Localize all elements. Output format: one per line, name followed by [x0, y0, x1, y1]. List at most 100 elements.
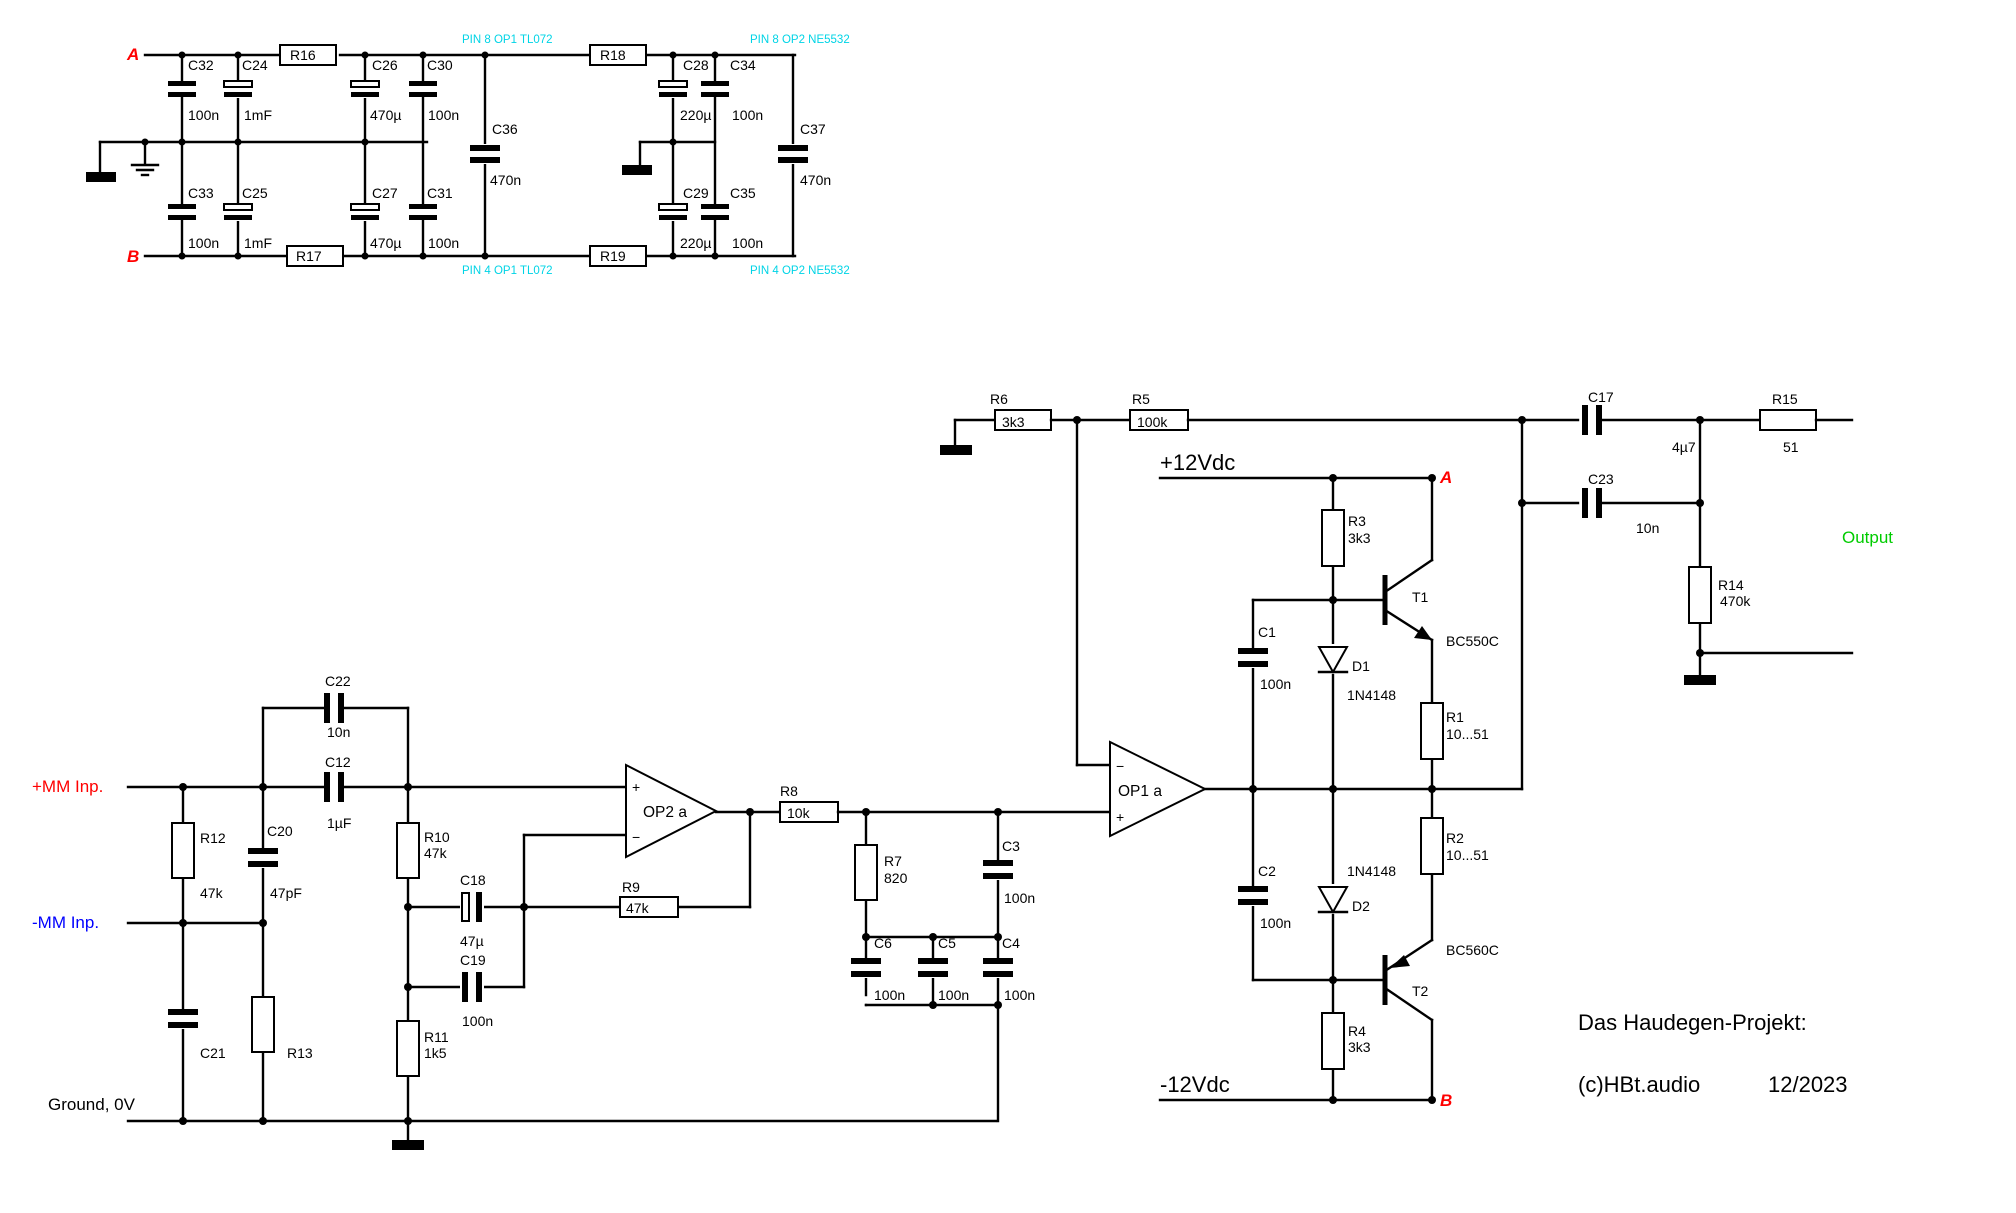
c23-label: C23	[1588, 471, 1614, 487]
c35-label: C35	[730, 185, 756, 201]
t1-label: T1	[1412, 589, 1429, 605]
c20-label: C20	[267, 823, 293, 839]
node-a-output-label: A	[1439, 468, 1452, 487]
t2-label: T2	[1412, 983, 1429, 999]
c34-capacitor	[701, 81, 731, 97]
c30-label: C30	[427, 57, 453, 73]
op2-minus-pin: −	[632, 829, 640, 845]
c19-capacitor	[460, 972, 484, 1002]
c36-label: C36	[492, 121, 518, 137]
c31-label: C31	[427, 185, 453, 201]
r4-label: R4	[1348, 1023, 1366, 1039]
project-title: Das Haudegen-Projekt:	[1578, 1010, 1807, 1035]
op2-plus-pin: +	[632, 779, 640, 795]
r11-value: 1k5	[424, 1045, 447, 1061]
c26-label: C26	[372, 57, 398, 73]
r1-value: 10...51	[1446, 726, 1489, 742]
c30-value: 100n	[428, 107, 459, 123]
author-label: (c)HBt.audio	[1578, 1072, 1700, 1097]
c12-value: 1µF	[327, 815, 351, 831]
c18-label: C18	[460, 872, 486, 888]
output-stage: − + OP1 a +12Vdc -12Vdc A B	[940, 389, 1893, 1110]
ground-symbol	[392, 1140, 424, 1150]
c35-capacitor	[701, 204, 731, 220]
t2-transistor	[1331, 872, 1434, 1102]
r7-value: 820	[884, 870, 908, 886]
op1-pin8-note: PIN 8 OP1 TL072	[462, 34, 553, 46]
r4-value: 3k3	[1348, 1039, 1371, 1055]
c29-value: 220µ	[680, 235, 711, 251]
c36-value: 470n	[490, 172, 521, 188]
c26-value: 470µ	[370, 107, 401, 123]
c4-value: 100n	[1004, 987, 1035, 1003]
supply-section: A B R16 R17 R18 R19 PIN 8 OP1 TL072 PIN …	[86, 34, 850, 277]
d2-value: 1N4148	[1347, 863, 1396, 879]
op1-pin4-note: PIN 4 OP1 TL072	[462, 265, 553, 277]
c24-label: C24	[242, 57, 268, 73]
r1-label: R1	[1446, 709, 1464, 725]
r11-resistor	[396, 1020, 420, 1077]
c27-label: C27	[372, 185, 398, 201]
r15-label: R15	[1772, 391, 1798, 407]
c5-capacitor	[917, 958, 949, 978]
c33-value: 100n	[188, 235, 219, 251]
r6-value: 3k3	[1002, 414, 1025, 430]
r17-label: R17	[296, 248, 322, 264]
mm-neg-input-label: -MM Inp.	[32, 913, 99, 932]
c21-capacitor	[167, 1009, 199, 1029]
c34-value: 100n	[732, 107, 763, 123]
r18-resistor	[589, 44, 647, 66]
c6-label: C6	[874, 935, 892, 951]
supply-pos-label: +12Vdc	[1160, 450, 1235, 475]
node-b-label: B	[127, 247, 139, 266]
c32-capacitor	[168, 81, 199, 97]
c36-capacitor	[470, 144, 502, 164]
ground-symbol	[86, 172, 116, 182]
r5-label: R5	[1132, 391, 1150, 407]
r2-label: R2	[1446, 830, 1464, 846]
d1-value: 1N4148	[1347, 687, 1396, 703]
c25-capacitor	[222, 203, 254, 221]
c1-label: C1	[1258, 624, 1276, 640]
r3-resistor	[1321, 509, 1345, 567]
r14-resistor	[1688, 566, 1712, 624]
r8-value: 10k	[787, 805, 811, 821]
mm-pos-input-label: +MM Inp.	[32, 777, 103, 796]
op2-label: OP2 a	[643, 804, 687, 821]
r7-label: R7	[884, 853, 902, 869]
ground-label: Ground, 0V	[48, 1095, 136, 1114]
c37-value: 470n	[800, 172, 831, 188]
c29-capacitor	[657, 203, 689, 221]
t2-value: BC560C	[1446, 942, 1499, 958]
r10-label: R10	[424, 829, 450, 845]
op1-plus-pin: +	[1116, 809, 1124, 825]
c32-value: 100n	[188, 107, 219, 123]
r2-resistor	[1420, 817, 1444, 875]
c28-value: 220µ	[680, 107, 711, 123]
riaa-network: R8 10k R7 820 C3 100n C6 100n C5 100n C4…	[778, 783, 1112, 1123]
t1-value: BC550C	[1446, 633, 1499, 649]
c22-capacitor	[324, 693, 344, 723]
ground-symbol	[1684, 675, 1716, 685]
r14-value: 470k	[1720, 593, 1751, 609]
c5-label: C5	[938, 935, 956, 951]
c34-label: C34	[730, 57, 756, 73]
c18-capacitor	[460, 892, 484, 922]
r19-resistor	[589, 245, 647, 267]
r18-label: R18	[600, 47, 626, 63]
d1-label: D1	[1352, 658, 1370, 674]
r15-value: 51	[1783, 439, 1799, 455]
c22-label: C22	[325, 673, 351, 689]
date-label: 12/2023	[1768, 1072, 1848, 1097]
c23-value: 10n	[1636, 520, 1659, 536]
c24-capacitor	[222, 80, 254, 98]
r10-value: 47k	[424, 845, 448, 861]
r11-label: R11	[424, 1029, 449, 1045]
c6-capacitor	[850, 958, 882, 978]
r10-resistor	[396, 822, 420, 879]
op1-minus-pin: −	[1116, 758, 1124, 774]
c12-label: C12	[325, 754, 351, 770]
c25-value: 1mF	[244, 235, 272, 251]
c37-label: C37	[800, 121, 826, 137]
